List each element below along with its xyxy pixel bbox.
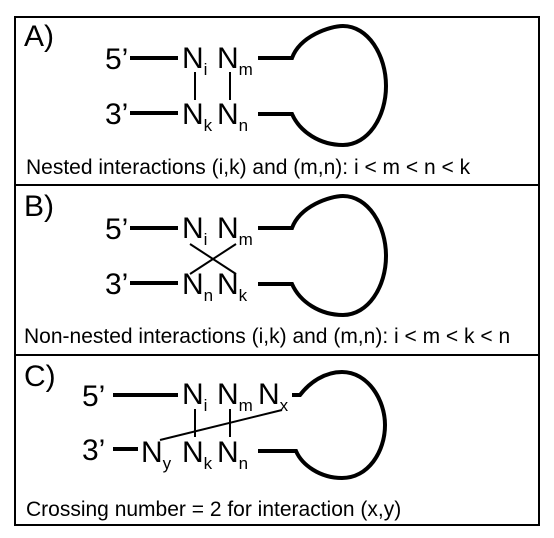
panel-c-frame	[14, 354, 540, 526]
panel-c-nucleotide-k: Nk	[182, 436, 213, 473]
panel-c-nucleotide-x: Nx	[258, 378, 289, 415]
panel-c-bond-x-y	[159, 409, 283, 441]
panel-a-nucleotide-n: Nn	[217, 98, 248, 135]
panel-b-nucleotide-n: Nn	[182, 268, 213, 305]
panel-a-nucleotide-m: Nm	[217, 42, 253, 79]
panel-a-label: A)	[24, 20, 54, 53]
panel-b: B) 5’ 3’ Ni Nm Nn Nk Non-nested interact…	[14, 184, 540, 356]
panel-a-nucleotide-i: Ni	[182, 42, 207, 79]
panel-c-nucleotide-m: Nm	[217, 378, 253, 415]
panel-c-nucleotide-n: Nn	[217, 436, 248, 473]
panel-a-5prime-label: 5’	[105, 43, 128, 76]
panel-c-nucleotide-i: Ni	[182, 378, 207, 415]
panel-b-label: B)	[24, 190, 54, 223]
panel-b-bond-m-n	[189, 243, 237, 275]
panel-b-hairpin-loop	[258, 193, 389, 318]
panel-c-hairpin-loop	[258, 369, 388, 481]
panel-c-3prime-label: 3’	[82, 434, 105, 467]
panel-b-caption: Non-nested interactions (i,k) and (m,n):…	[24, 325, 510, 348]
panel-b-nucleotide-m: Nm	[217, 212, 253, 249]
panel-b-nucleotide-i: Ni	[182, 212, 207, 249]
panel-a: A) 5’ 3’ Ni Nm Nk Nn Nested interactions…	[14, 16, 540, 186]
panel-b-3prime-label: 3’	[105, 268, 128, 301]
panel-b-5prime-label: 5’	[105, 213, 128, 246]
panel-b-nucleotide-k: Nk	[217, 268, 248, 305]
panel-c-label: C)	[24, 360, 56, 393]
panel-c-caption: Crossing number = 2 for interaction (x,y…	[26, 498, 401, 521]
panel-c-nucleotide-y: Ny	[141, 436, 172, 473]
panel-a-hairpin-loop	[258, 23, 389, 148]
panel-a-caption: Nested interactions (i,k) and (m,n): i <…	[26, 156, 471, 179]
panel-a-nucleotide-k: Nk	[182, 98, 213, 135]
panel-c-5prime-label: 5’	[82, 380, 105, 413]
panel-a-3prime-label: 3’	[105, 98, 128, 131]
panel-c: C) 5’ 3’ Ni Nm Nx Ny Nk Nn Crossing numb…	[14, 354, 540, 526]
